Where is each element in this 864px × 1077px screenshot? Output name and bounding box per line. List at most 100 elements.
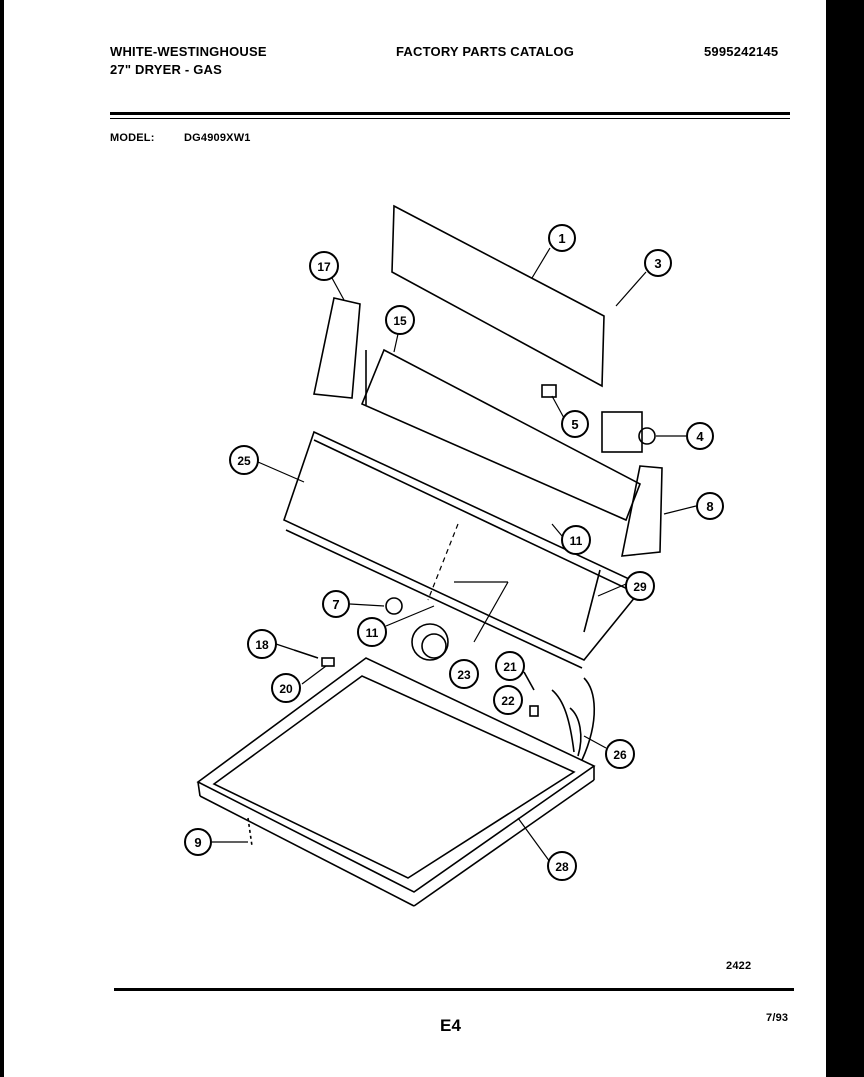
part-screw-21	[523, 671, 535, 691]
console-edge	[313, 439, 639, 595]
leader-11a	[551, 523, 563, 537]
callout-3-label: 3	[654, 256, 661, 271]
callout-4-label: 4	[696, 429, 704, 444]
part-clip-20	[321, 657, 335, 667]
callout-29: 29	[625, 571, 655, 601]
leader-29	[597, 583, 627, 597]
callout-5: 5	[561, 410, 589, 438]
top-cover-side	[197, 781, 201, 797]
leader-11b	[385, 605, 435, 627]
callout-17-label: 17	[317, 260, 331, 274]
part-timer-dial-inner	[421, 633, 447, 659]
callout-11a-label: 11	[570, 534, 583, 548]
leader-7	[349, 603, 385, 607]
callout-23-circle	[449, 659, 479, 689]
catalog-sheet: WHITE-WESTINGHOUSE 27" DRYER - GAS FACTO…	[4, 0, 826, 1077]
callout-29-label: 29	[633, 580, 647, 594]
part-top-cover	[196, 657, 596, 893]
top-cover-inner	[212, 675, 576, 879]
part-control-panel	[360, 348, 642, 522]
callout-1: 1	[548, 224, 576, 252]
part-wire-harness-3	[569, 707, 582, 757]
leader-bracket-right	[473, 581, 509, 643]
part-timer	[601, 411, 643, 453]
callout-25-label: 25	[237, 454, 251, 468]
callout-1-label: 1	[558, 231, 565, 246]
callout-9: 9	[184, 828, 212, 856]
leader-18	[275, 643, 295, 651]
callout-18: 18	[247, 629, 277, 659]
callout-17-circle	[309, 251, 339, 281]
callout-8: 8	[696, 492, 724, 520]
leader-11-dashed	[427, 523, 459, 601]
leader-28	[517, 817, 551, 863]
part-rod	[583, 569, 601, 633]
console-bottom-edge	[285, 529, 583, 669]
callout-25-circle	[229, 445, 259, 475]
exploded-parts-diagram: 1 3 17 15 5 4	[184, 204, 724, 907]
callout-1-circle	[548, 224, 576, 252]
callout-26: 26	[605, 739, 635, 769]
callout-21-circle	[495, 651, 525, 681]
header-rule-thin	[110, 118, 790, 119]
part-screw-9	[247, 817, 253, 847]
parts-drawing	[196, 204, 663, 907]
part-wire-harness-1	[551, 689, 575, 753]
brand-title: WHITE-WESTINGHOUSE	[110, 44, 267, 59]
model-value: DG4909XW1	[184, 132, 251, 144]
model-label: MODEL:	[110, 132, 155, 144]
drawing-number: 2422	[726, 960, 752, 972]
callout-9-label: 9	[194, 835, 201, 850]
leader-25	[257, 461, 305, 483]
callout-23-label: 23	[457, 668, 471, 682]
callout-5-circle	[561, 410, 589, 438]
callout-9-circle	[184, 828, 212, 856]
callout-15-label: 15	[393, 314, 407, 328]
callout-20: 20	[271, 673, 301, 703]
callout-8-label: 8	[706, 499, 713, 514]
callout-bubbles: 1 3 17 15 5 4	[184, 224, 724, 881]
callout-17: 17	[309, 251, 339, 281]
leader-8	[663, 505, 697, 515]
callout-15: 15	[385, 305, 415, 335]
callout-4-circle	[686, 422, 714, 450]
callout-28-label: 28	[555, 860, 569, 874]
callout-15-circle	[385, 305, 415, 335]
callout-28: 28	[547, 851, 577, 881]
part-console	[283, 430, 646, 661]
part-screw-18	[293, 649, 319, 659]
leader-20	[301, 665, 327, 685]
leader-17	[331, 277, 345, 301]
product-title: 27" DRYER - GAS	[110, 62, 222, 77]
callout-11a: 11	[561, 525, 591, 555]
leader-26	[583, 735, 607, 749]
callout-21-label: 21	[503, 660, 517, 674]
callout-22-label: 22	[501, 694, 515, 708]
timer-shaft	[638, 427, 656, 445]
part-clip-22	[529, 705, 539, 717]
part-knob	[385, 597, 403, 615]
callout-3: 3	[644, 249, 672, 277]
catalog-number: 5995242145	[704, 44, 779, 59]
callout-7: 7	[322, 590, 350, 618]
callout-8-circle	[696, 492, 724, 520]
callout-11b: 11	[357, 617, 387, 647]
callout-18-circle	[247, 629, 277, 659]
callout-20-label: 20	[279, 682, 293, 696]
callout-11b-label: 11	[366, 626, 379, 640]
callout-26-circle	[605, 739, 635, 769]
callout-23: 23	[449, 659, 479, 689]
callout-26-label: 26	[613, 748, 627, 762]
callout-4: 4	[686, 422, 714, 450]
callout-25: 25	[229, 445, 259, 475]
part-back-panel	[391, 204, 605, 388]
part-timer-dial	[411, 623, 449, 661]
part-end-cap-left	[313, 297, 361, 399]
callout-21: 21	[495, 651, 525, 681]
callout-3-circle	[644, 249, 672, 277]
page-label: E4	[440, 1016, 462, 1035]
leader-1	[531, 247, 551, 279]
callout-22: 22	[493, 685, 523, 715]
header-rule-thick	[110, 112, 790, 115]
callout-18-label: 18	[255, 638, 269, 652]
